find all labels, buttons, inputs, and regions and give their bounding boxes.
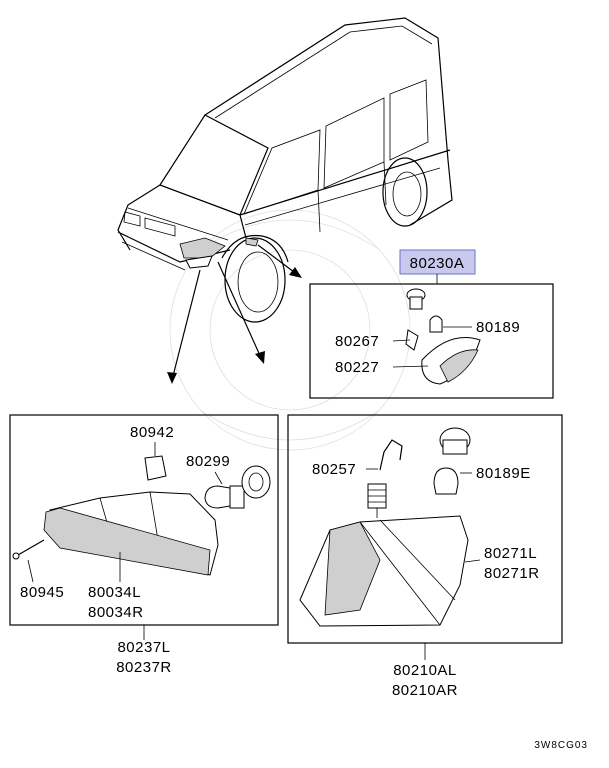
label-80945: 80945 xyxy=(20,584,64,601)
label-80034l: 80034L xyxy=(88,584,141,601)
clip-part xyxy=(144,455,167,481)
label-80257: 80257 xyxy=(312,461,356,478)
label-80271r: 80271R xyxy=(484,565,540,582)
label-80189e: 80189E xyxy=(476,465,531,482)
label-80267: 80267 xyxy=(335,333,379,350)
label-80271l: 80271L xyxy=(484,545,537,562)
label-80227: 80227 xyxy=(335,359,379,376)
bumper-lamp-parts xyxy=(12,465,271,576)
watermark-emblem xyxy=(169,209,411,451)
side-marker-parts xyxy=(405,288,481,385)
highlighted-part-badge[interactable] xyxy=(399,249,476,275)
van-illustration xyxy=(117,17,453,323)
pointer-arrows xyxy=(167,244,302,384)
label-80210al: 80210AL xyxy=(393,662,457,679)
label-80942: 80942 xyxy=(130,424,174,441)
label-80210ar: 80210AR xyxy=(392,682,458,699)
label-80189: 80189 xyxy=(476,319,520,336)
diagram-code: 3W8CG03 xyxy=(534,740,588,751)
corner-lamp-parts xyxy=(299,427,471,627)
label-80237l: 80237L xyxy=(117,639,170,656)
side-marker-group-box xyxy=(309,283,554,399)
label-80237r: 80237R xyxy=(116,659,172,676)
label-80230a[interactable]: 80230A xyxy=(410,255,465,272)
label-80299: 80299 xyxy=(186,453,230,470)
label-80034r: 80034R xyxy=(88,604,144,621)
